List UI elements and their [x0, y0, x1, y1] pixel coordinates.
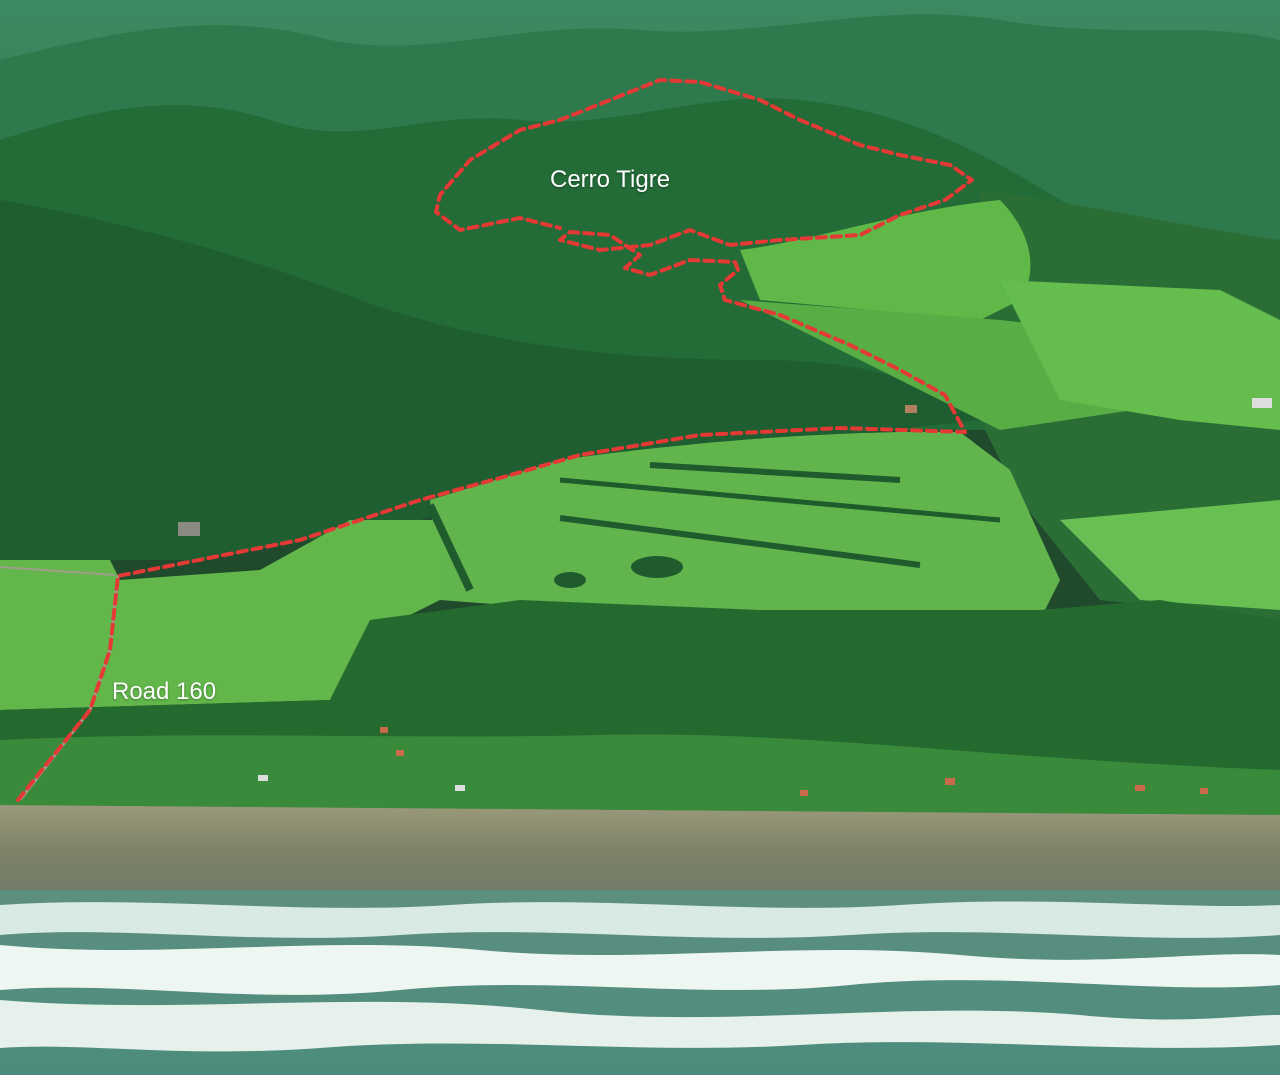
building — [396, 750, 404, 756]
pasture-central — [430, 431, 1060, 620]
tree-clump — [631, 556, 683, 578]
beach-sand — [0, 805, 1280, 900]
pasture-left — [0, 520, 440, 710]
building — [800, 790, 808, 796]
surf-wave — [0, 901, 1280, 938]
tree-line — [426, 503, 474, 592]
cerro-tigre-label: Cerro Tigre — [550, 166, 671, 193]
building — [258, 775, 268, 781]
tree-line — [649, 462, 901, 483]
tree-line — [559, 477, 1001, 523]
coastal-forest-light — [0, 734, 1280, 815]
pasture-far-right — [1060, 500, 1280, 610]
building — [455, 785, 465, 791]
building — [1200, 788, 1208, 794]
side-road — [0, 566, 116, 576]
building — [945, 778, 955, 785]
pasture-right — [1000, 280, 1280, 430]
cerro-tigre-boundary — [16, 78, 974, 802]
tree-clump — [554, 572, 586, 588]
building — [380, 727, 388, 733]
road-160-label: Road 160 — [112, 678, 217, 705]
building — [1135, 785, 1145, 791]
building — [1252, 398, 1272, 408]
left-forest-hill — [0, 200, 980, 560]
building — [905, 405, 917, 413]
surf-wave — [0, 945, 1280, 995]
surf-wave — [0, 1000, 1280, 1052]
tree-line — [559, 515, 921, 568]
building — [178, 522, 200, 536]
pasture-upper-valley — [740, 200, 1031, 320]
